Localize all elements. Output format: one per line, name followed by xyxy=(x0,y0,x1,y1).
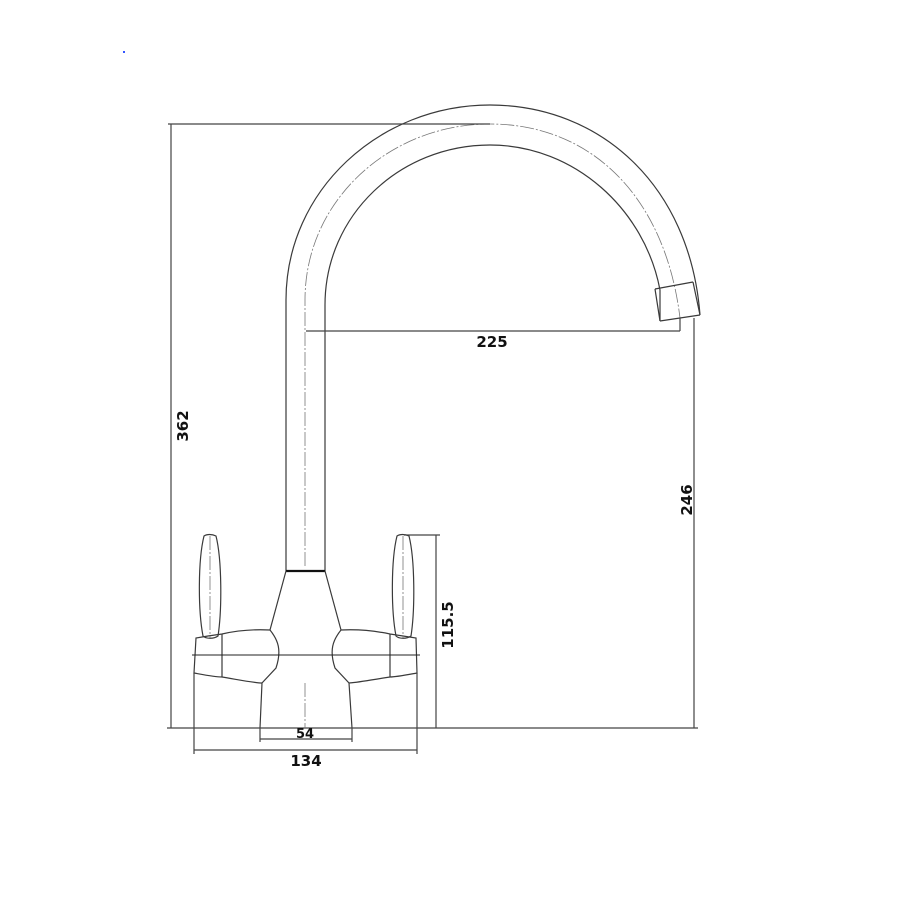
body-left-profile xyxy=(259,570,287,729)
left-handle xyxy=(198,533,222,639)
right-handle xyxy=(391,533,415,639)
dimension-outlet-height: 246 xyxy=(678,318,696,728)
spout-outer-edge xyxy=(285,104,701,571)
dimension-base-diameter: 54 xyxy=(259,683,353,742)
right-valve-housing xyxy=(340,629,418,684)
left-lever xyxy=(198,533,222,639)
handle-height-label: 115.5 xyxy=(439,601,457,648)
outlet-height-label: 246 xyxy=(678,484,696,515)
spout-inner-edge xyxy=(324,144,661,571)
base-diameter-label: 54 xyxy=(296,727,314,742)
dimension-handle-height: 115.5 xyxy=(404,534,457,728)
tap-body xyxy=(192,570,420,729)
body-width-label: 134 xyxy=(290,752,321,770)
spout-reach-label: 225 xyxy=(476,333,507,351)
dimension-spout-reach: 225 xyxy=(306,318,681,351)
overall-height-label: 362 xyxy=(174,410,192,441)
aerator-joint xyxy=(654,281,694,290)
dimension-body-width: 134 xyxy=(193,673,418,770)
body-right-profile xyxy=(324,570,353,729)
marker-dot xyxy=(123,51,125,53)
dimension-overall-height: 362 xyxy=(168,123,490,728)
left-valve-housing xyxy=(193,629,271,684)
